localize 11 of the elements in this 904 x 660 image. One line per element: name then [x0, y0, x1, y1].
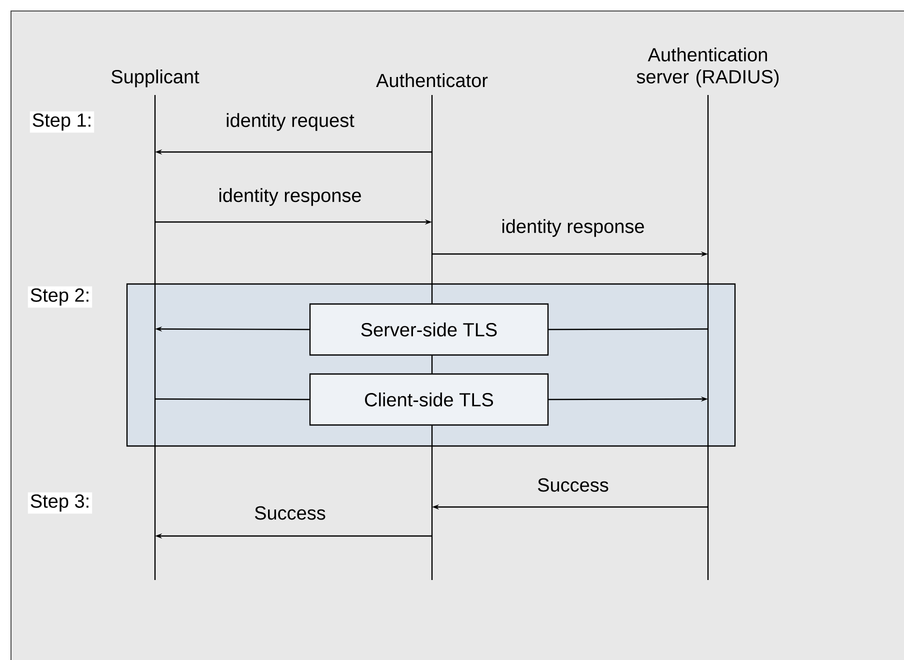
lifeline: Supplicant	[112, 69, 200, 581]
step-label: Step 2:	[28, 286, 92, 308]
edge-label: identity request	[224, 111, 356, 133]
step-label: Step 1:	[30, 111, 94, 133]
step-label: Step 3:	[28, 492, 92, 514]
process-box: Client-side TLS	[309, 373, 549, 426]
edge-label: identity response	[216, 186, 364, 208]
edge-label: Success	[535, 476, 611, 494]
edge-label: identity response	[499, 217, 647, 239]
process-box: Server-side TLS	[309, 303, 549, 356]
edge-label: Success	[252, 504, 328, 522]
